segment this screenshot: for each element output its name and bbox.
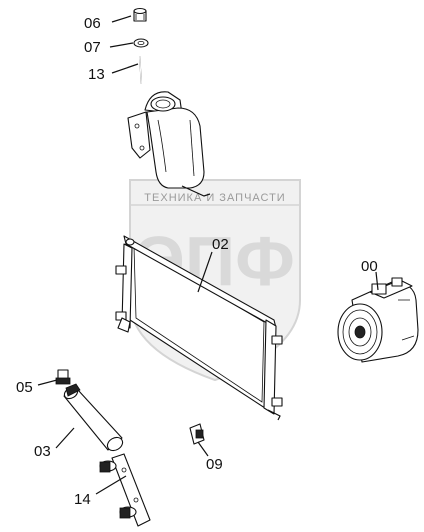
part-06-cap <box>133 7 147 22</box>
part-07-ring <box>133 38 149 48</box>
reservoir-bottle <box>127 91 211 197</box>
part-13-rod <box>139 55 142 85</box>
callout-06: 06 <box>84 15 101 32</box>
leader-lines <box>37 15 379 495</box>
part-05-fitting <box>55 369 71 385</box>
watermark-caption: ТЕХНИКА И ЗАПЧАСТИ <box>144 192 285 204</box>
callout-07: 07 <box>84 39 101 56</box>
part-02-condenser <box>115 235 283 421</box>
callout-02: 02 <box>212 236 229 253</box>
callout-13: 13 <box>88 66 105 83</box>
part-09-fitting <box>189 423 205 445</box>
callout-05: 05 <box>16 379 33 396</box>
callout-labels: 06 07 13 02 00 05 03 09 14 <box>16 15 378 508</box>
part-14-bracket <box>99 453 151 527</box>
callout-14: 14 <box>74 491 91 508</box>
callout-09: 09 <box>206 456 223 473</box>
callout-00: 00 <box>361 258 378 275</box>
callout-03: 03 <box>34 443 51 460</box>
part-03-drier <box>63 383 124 452</box>
part-00-compressor <box>337 277 419 363</box>
